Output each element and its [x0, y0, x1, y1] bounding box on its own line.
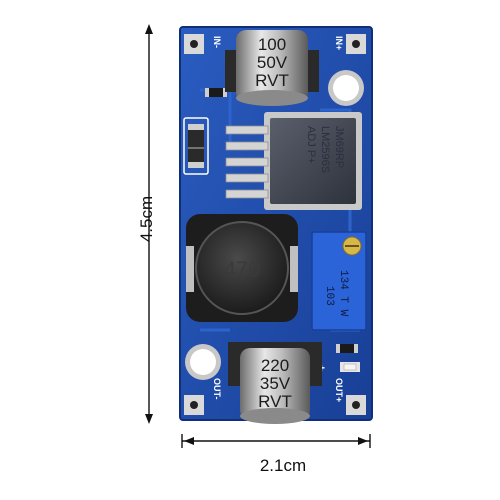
smd-resistor-top	[205, 88, 227, 97]
mounting-hole-top	[328, 70, 364, 106]
inductor-value: 470	[224, 257, 261, 282]
regulator-chip: JM69RP LM2596S ADJ P+	[225, 112, 362, 210]
smd-diode	[183, 117, 209, 175]
height-dimension-label: 4.5cm	[137, 195, 156, 243]
output-capacitor: 220 35V RVT	[228, 342, 322, 424]
chip-marking-line-2: LM2596S	[319, 126, 331, 173]
horizontal-dimension	[181, 434, 371, 448]
output-capacitor-voltage: 35V	[260, 374, 291, 393]
label-in-minus: IN-	[212, 36, 222, 48]
input-capacitor: 100 50V RVT	[225, 30, 319, 106]
label-out-plus: OUT+	[334, 378, 344, 402]
label-out-minus: OUT-	[212, 378, 222, 400]
inductor: 470	[186, 214, 298, 322]
corner-pad-top-left	[184, 34, 204, 54]
width-dimension-label: 2.1cm	[259, 456, 307, 475]
output-capacitor-value: 220	[261, 356, 289, 375]
potentiometer: 134 T W 103	[311, 231, 367, 331]
corner-pad-bottom-right	[346, 395, 366, 415]
chip-marking-line-3: ADJ P+	[305, 126, 317, 164]
smd-led	[340, 362, 360, 372]
input-capacitor-voltage: 50V	[257, 53, 288, 72]
input-capacitor-brand: RVT	[255, 71, 289, 90]
potentiometer-marking-line-1: 134 T W	[337, 270, 349, 317]
output-capacitor-brand: RVT	[258, 392, 292, 411]
mounting-hole-bottom	[185, 344, 221, 380]
input-capacitor-value: 100	[258, 35, 286, 54]
corner-pad-top-right	[346, 34, 366, 54]
potentiometer-marking-line-2: 103	[323, 286, 335, 306]
vertical-dimension	[145, 24, 153, 424]
corner-pad-bottom-left	[184, 395, 204, 415]
smd-resistor-bottom	[336, 344, 358, 353]
label-in-plus: IN+	[334, 36, 344, 50]
chip-marking-line-1: JM69RP	[333, 126, 345, 168]
